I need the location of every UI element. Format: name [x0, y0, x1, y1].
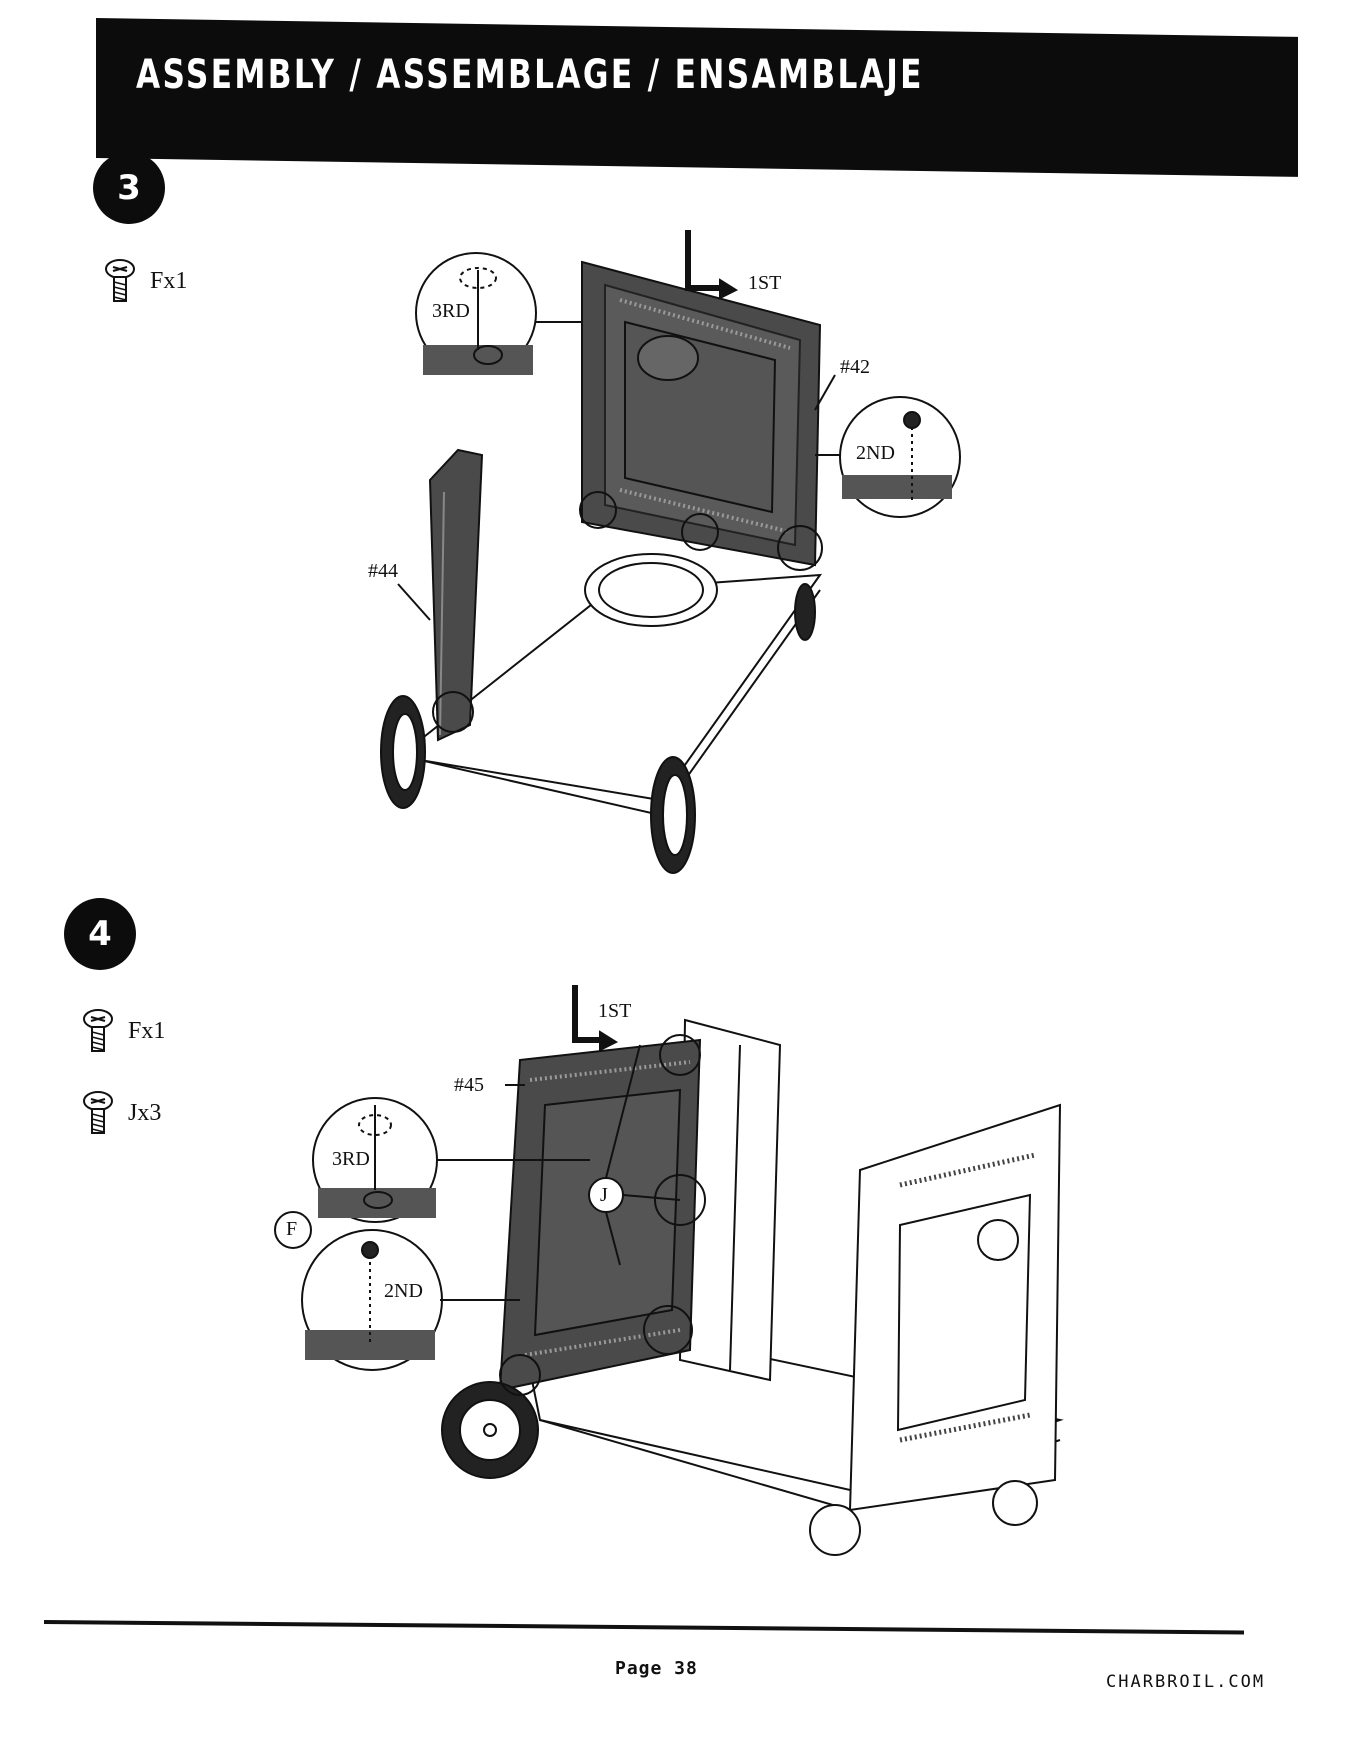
callout-part-45: #45	[454, 1074, 484, 1097]
footer-rule	[44, 1620, 1244, 1634]
step-3-hardware-f: Fx1	[104, 258, 187, 304]
callout-part-42: #42	[840, 356, 870, 379]
screw-icon	[82, 1008, 114, 1054]
hardware-label: Fx1	[128, 1018, 165, 1045]
site-url: CHARBROIL.COM	[1106, 1672, 1265, 1692]
callout-letter-f: F	[286, 1218, 297, 1241]
callout-first: 1ST	[748, 272, 781, 295]
step-4-badge: 4	[64, 898, 136, 970]
screw-icon	[82, 1090, 114, 1136]
page-number: Page 38	[615, 1658, 698, 1679]
hardware-label: Jx3	[128, 1100, 161, 1127]
callout-third: 3RD	[332, 1148, 370, 1171]
callout-letter-j: J	[600, 1184, 608, 1207]
callout-part-44: #44	[368, 560, 398, 583]
step-4-hardware-j: Jx3	[82, 1090, 161, 1136]
callout-first: 1ST	[598, 1000, 631, 1023]
callout-second: 2ND	[856, 442, 895, 465]
callout-third: 3RD	[432, 300, 470, 323]
page-title: ASSEMBLY / ASSEMBLAGE / ENSAMBLAJE	[136, 52, 924, 98]
callout-second: 2ND	[384, 1280, 423, 1303]
step-4-hardware-f: Fx1	[82, 1008, 165, 1054]
step-3-badge: 3	[93, 152, 165, 224]
screw-icon	[104, 258, 136, 304]
hardware-label: Fx1	[150, 268, 187, 295]
